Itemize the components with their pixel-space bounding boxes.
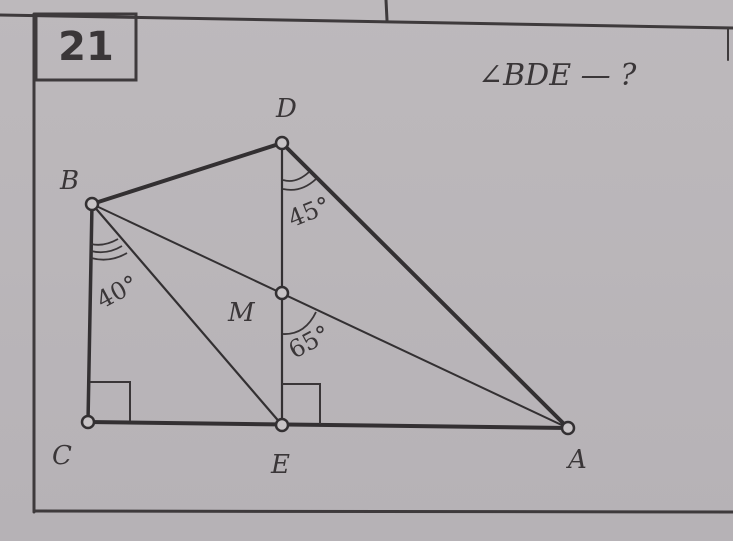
- segment-bc: [86, 202, 94, 424]
- problem-number-box: [34, 12, 138, 82]
- segment-be: [90, 202, 284, 427]
- label-b: B: [60, 166, 80, 196]
- top-divider: [384, 0, 389, 22]
- label-e: E: [271, 450, 290, 480]
- right-angle-mark-e: [282, 383, 321, 424]
- angle-arc-d-2: [282, 178, 317, 191]
- problem-question: ∠BDE — ?: [478, 58, 637, 93]
- label-c: C: [52, 441, 72, 471]
- top-rule: [0, 13, 733, 30]
- segment-da: [280, 141, 570, 430]
- right-angle-mark-c: [90, 381, 131, 421]
- point-c: [80, 414, 96, 430]
- angle-arc-m: [282, 311, 317, 335]
- segment-bd: [90, 141, 284, 206]
- point-m: [274, 285, 290, 301]
- bottom-frame: [32, 509, 733, 514]
- problem-number: 21: [58, 24, 114, 70]
- label-m: M: [228, 298, 255, 328]
- point-e: [274, 417, 290, 433]
- segment-ca: [86, 420, 570, 430]
- point-a: [560, 420, 576, 436]
- point-b: [84, 196, 100, 212]
- angle-arc-b-3: [90, 252, 128, 261]
- segment-ba: [91, 203, 569, 429]
- angle-arc-d-1: [282, 171, 310, 182]
- label-a: A: [568, 445, 587, 475]
- angle-arc-b-2: [90, 245, 123, 254]
- angle-arc-b-1: [90, 238, 119, 246]
- label-d: D: [276, 94, 297, 124]
- point-d: [274, 135, 290, 151]
